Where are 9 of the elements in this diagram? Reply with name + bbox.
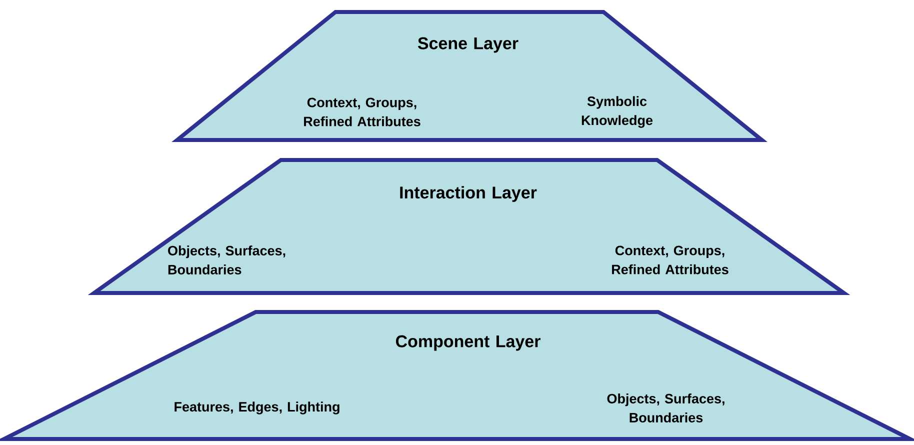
layer-text: Context, Groups, Refined Attributes	[612, 246, 728, 274]
layer-text: Objects, Surfaces, Boundaries	[607, 394, 724, 422]
layer-title: Scene Layer	[418, 37, 518, 53]
layer-title: Component Layer	[396, 335, 540, 351]
layer-title: Interaction Layer	[400, 186, 537, 202]
layer-text: Features, Edges, Lighting	[174, 402, 340, 414]
layer-text: Symbolic Knowledge	[582, 96, 653, 128]
layer-text: Objects, Surfaces, Boundaries	[168, 246, 286, 274]
layer-text: Context, Groups, Refined Attributes	[304, 98, 420, 126]
